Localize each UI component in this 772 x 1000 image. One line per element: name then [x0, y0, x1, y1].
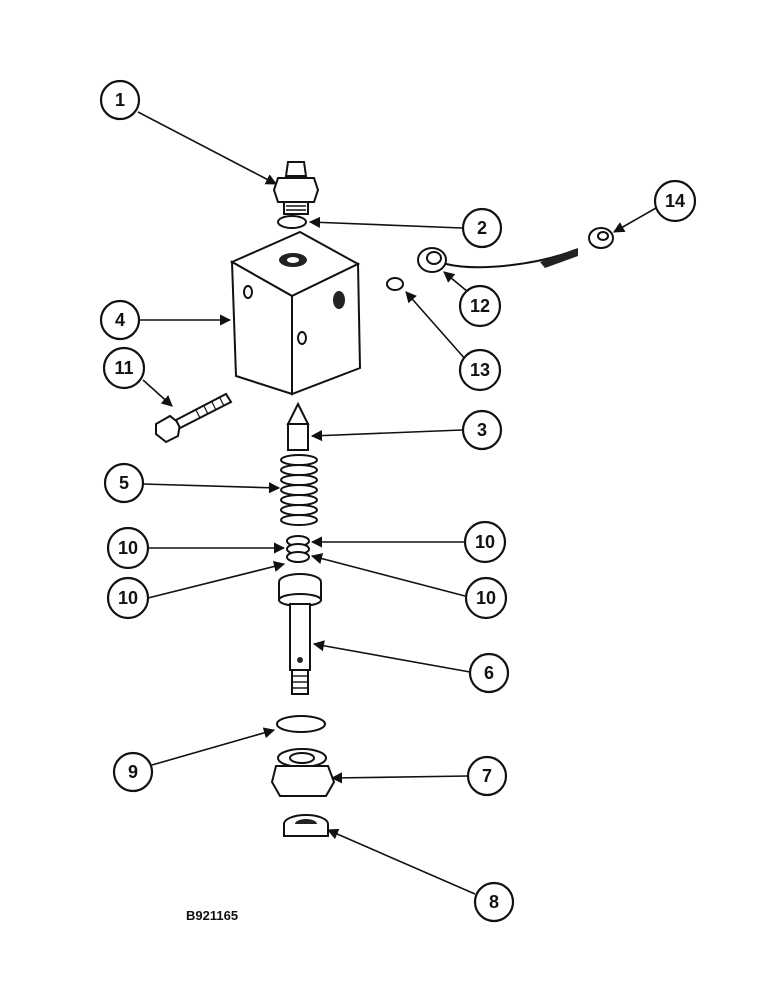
leader-14: [613, 207, 657, 233]
callout-10d-label: 10: [476, 588, 496, 608]
callout-6-label: 6: [484, 663, 494, 683]
part-12-nut: [417, 247, 578, 273]
leader-5: [142, 482, 281, 494]
callout-6: 6: [468, 652, 510, 694]
leader-lines: [137, 111, 657, 895]
leader-13: [405, 291, 467, 361]
callout-9-label: 9: [128, 762, 138, 782]
callout-4: 4: [99, 299, 141, 341]
callout-10a: 10: [106, 526, 150, 570]
callout-5: 5: [103, 462, 145, 504]
callout-14: 14: [653, 179, 697, 223]
part-7-plug: [270, 748, 336, 797]
callout-11-label: 11: [114, 358, 133, 378]
callout-4-label: 4: [115, 310, 125, 330]
callout-13: 13: [458, 348, 502, 392]
leader-6: [312, 640, 471, 673]
callout-10c-label: 10: [118, 588, 138, 608]
callout-10b-label: 10: [475, 532, 495, 552]
callout-7: 7: [466, 755, 508, 797]
callout-12-label: 12: [470, 296, 490, 316]
part-1-fitting: [272, 161, 320, 215]
callout-2-label: 2: [477, 218, 487, 238]
callout-10b: 10: [463, 520, 507, 564]
callout-5-label: 5: [119, 473, 129, 493]
callout-2: 2: [461, 207, 503, 249]
leader-11: [142, 379, 173, 407]
part-13-washer: [386, 277, 404, 291]
part-14-nut: [588, 227, 614, 249]
part-3-poppet: [286, 401, 310, 451]
leader-9: [151, 727, 276, 766]
part-9-o-ring: [276, 715, 326, 733]
part-5-spring: [280, 454, 318, 526]
leader-1: [137, 111, 277, 185]
part-8-locknut: [283, 814, 329, 837]
callout-13-label: 13: [470, 360, 490, 380]
callout-12: 12: [458, 284, 502, 328]
part-2-o-ring: [277, 215, 307, 229]
part-6-stem: [278, 573, 322, 695]
callout-7-label: 7: [482, 766, 492, 786]
figure-id: B921165: [186, 908, 238, 923]
callout-10c: 10: [106, 576, 150, 620]
callout-8-label: 8: [489, 892, 499, 912]
leader-10c: [147, 561, 286, 599]
callout-1-label: 1: [115, 90, 125, 110]
callout-10a-label: 10: [118, 538, 138, 558]
callout-10d: 10: [464, 576, 508, 620]
leader-10d: [310, 553, 466, 597]
leader-8: [326, 828, 476, 895]
leader-2: [308, 216, 463, 229]
callout-14-label: 14: [665, 191, 685, 211]
callout-1: 1: [99, 79, 141, 121]
part-11-bolt: [155, 392, 233, 444]
callout-8: 8: [473, 881, 515, 923]
part-10-shims: [286, 535, 310, 563]
leader-3: [310, 429, 463, 442]
part-4-valve-block: [229, 230, 362, 396]
callout-3: 3: [461, 409, 503, 451]
leader-12: [443, 271, 469, 293]
leader-7: [330, 772, 469, 784]
callout-9: 9: [112, 751, 154, 793]
callout-11: 11: [102, 346, 146, 390]
callout-3-label: 3: [477, 420, 487, 440]
